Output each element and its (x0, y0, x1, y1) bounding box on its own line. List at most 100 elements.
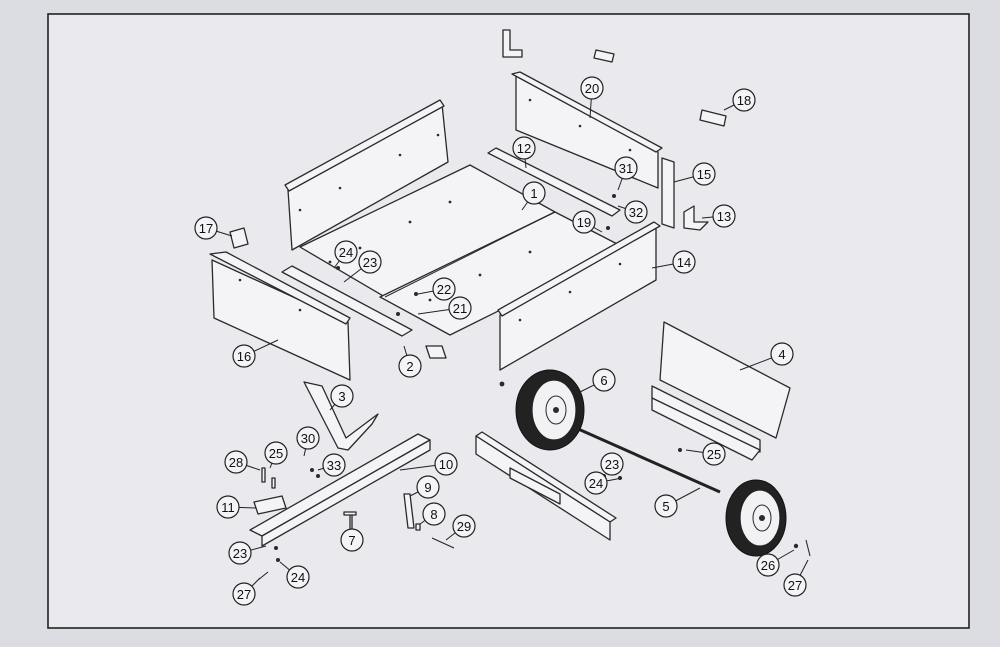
callout-circle-c15 (692, 162, 716, 186)
callout-circle-c23b (600, 452, 624, 476)
frame-crossmember (475, 431, 617, 541)
callout-label-c8: 8 (430, 507, 437, 522)
callout-circle-c25a (264, 441, 288, 465)
callout-label-c2: 2 (406, 359, 413, 374)
callout-label-c23b: 23 (605, 457, 619, 472)
wheel-right (725, 479, 787, 557)
callout-circle-c23a (358, 250, 382, 274)
callout-circle-c12 (512, 136, 536, 160)
callout-circle-c2 (398, 354, 422, 378)
callout-circle-c7 (340, 528, 364, 552)
callout-label-c1: 1 (530, 186, 537, 201)
callout-circle-c18 (732, 88, 756, 112)
callout-label-c31: 31 (619, 161, 633, 176)
callout-label-c17: 17 (199, 221, 213, 236)
callout-circle-c22 (432, 277, 456, 301)
tow-bracket-3 (303, 381, 379, 451)
callout-label-c24a: 24 (339, 245, 353, 260)
floor-rail-12 (487, 147, 621, 217)
callout-label-c26: 26 (761, 558, 775, 573)
callout-layer: 1234567891011121314151617181920212223232… (194, 76, 809, 606)
callout-circle-c28 (224, 450, 248, 474)
callout-circle-c27a (232, 582, 256, 606)
callout-circle-c9 (416, 475, 440, 499)
callout-label-c27a: 27 (237, 587, 251, 602)
axle-bracket-4 (651, 321, 791, 461)
hitch-11 (253, 495, 287, 515)
callout-label-c3: 3 (338, 389, 345, 404)
callout-label-c18: 18 (737, 93, 751, 108)
angle-bracket-13 (683, 205, 709, 231)
callout-circle-c31 (614, 156, 638, 180)
corner-bracket-top (502, 29, 615, 63)
callout-circle-c29 (452, 514, 476, 538)
callout-circle-c8 (422, 502, 446, 526)
callout-circle-c25b (702, 442, 726, 466)
callout-label-c19: 19 (577, 215, 591, 230)
callout-label-c24b: 24 (589, 476, 603, 491)
callout-circle-c30 (296, 426, 320, 450)
callout-circle-c17 (194, 216, 218, 240)
callout-label-c6: 6 (600, 373, 607, 388)
callout-label-c25b: 25 (707, 447, 721, 462)
handle-tube-10 (249, 433, 431, 547)
callout-circle-c27b (783, 573, 807, 597)
callout-label-c29: 29 (457, 519, 471, 534)
callout-circle-c19 (572, 210, 596, 234)
callout-label-c28: 28 (229, 455, 243, 470)
floor-rail-23 (281, 265, 413, 337)
corner-post-15 (661, 157, 675, 229)
callout-label-c13: 13 (717, 209, 731, 224)
callout-label-c24c: 24 (291, 570, 305, 585)
callout-label-c9: 9 (424, 480, 431, 495)
callout-circle-c33 (322, 453, 346, 477)
callout-circle-c11 (216, 495, 240, 519)
callout-label-c11: 11 (221, 500, 235, 515)
callout-circle-c20 (580, 76, 604, 100)
callout-circle-c26 (756, 553, 780, 577)
callout-circle-c10 (434, 452, 458, 476)
callout-label-c25a: 25 (269, 446, 283, 461)
callout-label-c7: 7 (348, 533, 355, 548)
callout-label-c5: 5 (662, 499, 669, 514)
callout-circle-c3 (330, 384, 354, 408)
callout-circle-c5 (654, 494, 678, 518)
side-panel-14 (497, 221, 661, 371)
callout-label-c23c: 23 (233, 546, 247, 561)
callout-label-c10: 10 (439, 457, 453, 472)
end-panel-16 (209, 251, 351, 381)
callout-circle-c16 (232, 344, 256, 368)
callout-circle-c4 (770, 342, 794, 366)
callout-label-c23a: 23 (363, 255, 377, 270)
callout-circle-c13 (712, 204, 736, 228)
callout-circle-c24a (334, 240, 358, 264)
axle-5 (575, 426, 721, 494)
latch-17 (229, 227, 249, 249)
callout-circle-c14 (672, 250, 696, 274)
callout-label-c33: 33 (327, 458, 341, 473)
callout-circle-c23c (228, 541, 252, 565)
callout-label-c21: 21 (453, 301, 467, 316)
callout-label-c20: 20 (585, 81, 599, 96)
callout-label-c12: 12 (517, 141, 531, 156)
callout-circle-c6 (592, 368, 616, 392)
corner-bracket-18 (699, 109, 727, 127)
callout-label-c22: 22 (437, 282, 451, 297)
callout-label-c30: 30 (301, 431, 315, 446)
wheel-6 (515, 369, 585, 451)
callout-circle-c24b (584, 471, 608, 495)
callout-circle-c24c (286, 565, 310, 589)
back-side-panel (284, 99, 449, 251)
callout-label-c32: 32 (629, 205, 643, 220)
callout-label-c14: 14 (677, 255, 691, 270)
callout-circle-c21 (448, 296, 472, 320)
callout-label-c4: 4 (778, 347, 785, 362)
callout-label-c27b: 27 (788, 578, 802, 593)
callout-circle-c32 (624, 200, 648, 224)
callout-circle-c1 (522, 181, 546, 205)
callout-label-c15: 15 (697, 167, 711, 182)
handle-clip-2 (425, 345, 447, 359)
callout-label-c16: 16 (237, 349, 251, 364)
